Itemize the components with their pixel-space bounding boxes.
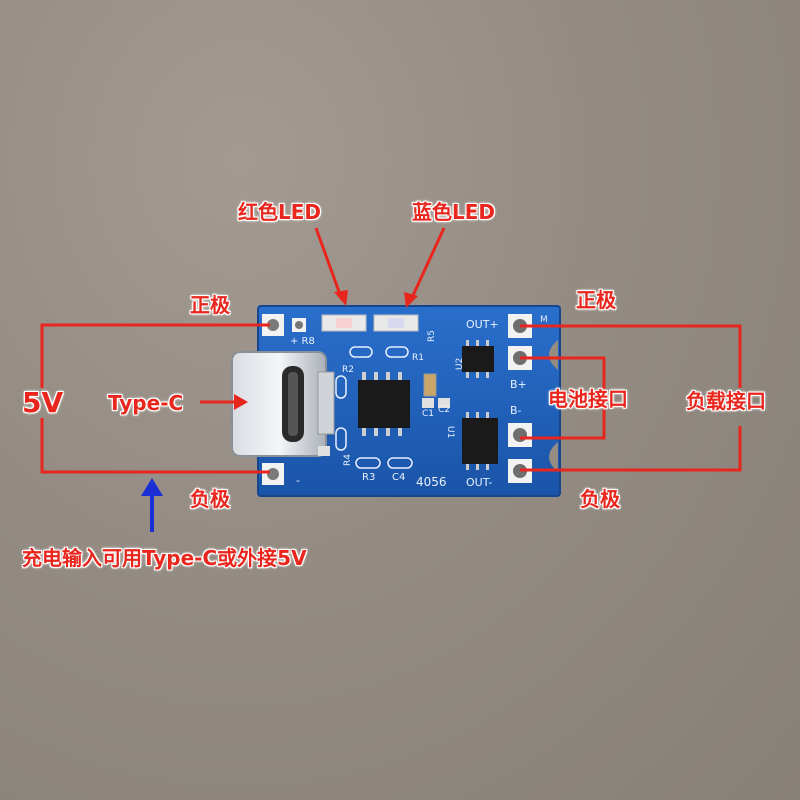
chip-u2 (462, 340, 494, 378)
silk-plus-r8: + R8 (290, 336, 315, 347)
label-type-c: Type-C (108, 391, 184, 415)
line-5v-negative (40, 418, 270, 474)
led-red (321, 314, 367, 332)
silk-b-plus: B+ (510, 378, 527, 391)
line-battery (520, 356, 606, 440)
annotation-lines (40, 227, 742, 474)
silk-out-plus: OUT+ (466, 318, 499, 331)
silk-minus: - (296, 474, 300, 487)
line-load-negative (520, 426, 742, 472)
silk-out-minus: OUT- (466, 476, 492, 489)
arrow-red-led (314, 227, 344, 301)
silk-r2: R2 (342, 365, 354, 375)
silk-c1: C1 (422, 409, 434, 419)
usb-type-c-connector (231, 351, 335, 457)
silk-r3: R3 (362, 472, 375, 483)
silk-b-minus: B- (510, 404, 522, 417)
label-load-port: 负载接口 (686, 389, 766, 413)
silkscreen: + R8 R5 OUT+ M R2 R1 U2 B+ C1 C2 B- U1 R… (290, 315, 548, 489)
line-5v-positive (40, 323, 270, 388)
chip-4056 (358, 372, 410, 436)
label-battery-port: 电池接口 (548, 387, 628, 411)
arrow-blue-led (408, 227, 446, 303)
line-load-positive (520, 324, 742, 388)
solder-pads (262, 314, 532, 485)
silk-m: M (540, 315, 548, 325)
passive-components (318, 346, 450, 469)
label-input-note: 充电输入可用Type-C或外接5V (22, 546, 307, 570)
label-blue-led: 蓝色LED (412, 200, 496, 224)
silk-u1: U1 (445, 426, 455, 438)
silk-chip: 4056 (416, 475, 447, 489)
silk-r4: R4 (343, 454, 353, 466)
label-negative-left: 负极 (190, 487, 230, 511)
silk-r5: R5 (427, 330, 437, 342)
silk-c4: C4 (392, 472, 405, 483)
led-blue (373, 314, 419, 332)
silk-r1: R1 (412, 353, 424, 363)
arrow-heads (234, 290, 418, 410)
pad-negative-left (262, 463, 284, 485)
label-red-led: 红色LED (238, 200, 322, 224)
pad-b-minus (508, 423, 532, 447)
silk-c2: C2 (438, 405, 450, 415)
label-negative-right: 负极 (580, 487, 620, 511)
pad-positive-left (262, 314, 284, 336)
blue-arrow (141, 478, 163, 532)
chip-u1 (462, 412, 498, 470)
label-positive-left: 正极 (190, 293, 230, 317)
silk-u2: U2 (455, 358, 465, 370)
label-voltage: 5V (22, 386, 64, 419)
pad-small-left (292, 318, 306, 332)
label-positive-right: 正极 (576, 288, 616, 312)
